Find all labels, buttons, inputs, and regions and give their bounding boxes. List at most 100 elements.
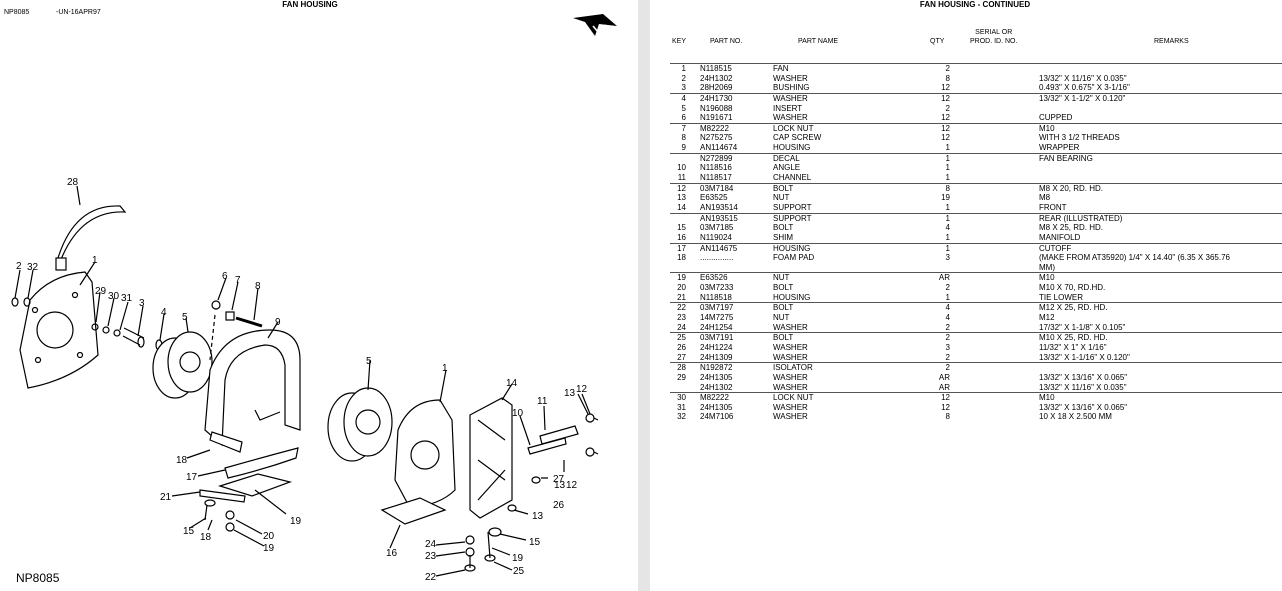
cell-remarks: M12: [1039, 313, 1055, 323]
callout-label: 11: [537, 396, 548, 407]
cell-key: 28: [677, 363, 686, 373]
cell-qty: 3: [945, 253, 950, 263]
cell-part-no: 24H1254: [700, 322, 733, 332]
cell-key: 26: [677, 342, 686, 352]
cell-remarks: 13/32" X 13/16" X 0.065": [1039, 402, 1128, 412]
cell-key: 18: [677, 253, 686, 263]
cell-part-name: HOUSING: [773, 292, 811, 302]
cell-key: 19: [677, 273, 686, 283]
cell-part-no: 24H1305: [700, 402, 733, 412]
cell-key: 21: [677, 292, 686, 302]
callout-label: 29: [95, 286, 107, 297]
cell-key: 4: [681, 93, 686, 103]
cell-key: 23: [677, 313, 686, 323]
cell-part-no: AN193515: [700, 213, 738, 223]
figure-date: -UN-16APR97: [56, 9, 101, 16]
cell-key: 17: [677, 243, 686, 253]
header-qty: QTY: [930, 38, 945, 45]
cell-remarks: CUPPED: [1039, 113, 1073, 123]
cell-key: 7: [681, 123, 686, 133]
cell-part-name: NUT: [773, 273, 790, 283]
callout-label: 9: [275, 317, 281, 328]
cell-part-no: N118516: [700, 163, 732, 173]
cell-qty: AR: [938, 382, 950, 392]
cell-key: 32: [677, 412, 686, 422]
cell-key: 15: [677, 223, 686, 233]
cell-qty: 12: [941, 133, 950, 143]
figure-id: NP8085: [4, 9, 30, 16]
cell-key: 27: [677, 352, 686, 362]
cell-part-no: N118518: [700, 292, 732, 302]
cell-remarks: (MAKE FROM AT35920) 1/4" X 14.40" (6.35 …: [1039, 253, 1230, 272]
cell-qty: 1: [945, 292, 950, 302]
cell-part-name: LOCK NUT: [773, 393, 814, 403]
cell-qty: 2: [945, 363, 950, 373]
cell-qty: 2: [945, 322, 950, 332]
callout-label: 19: [263, 543, 275, 554]
cell-remarks: 13/32" X 11/16" X 0.035": [1039, 73, 1127, 83]
callout-label: 19: [290, 516, 302, 527]
cell-key: 1: [681, 64, 686, 73]
cell-key: 8: [681, 133, 686, 143]
callout-label: 22: [425, 572, 437, 583]
header-serial: SERIAL OR PROD. ID. NO.: [970, 28, 1017, 46]
cell-remarks: M10: [1039, 273, 1055, 283]
cell-key: 20: [677, 283, 686, 293]
cell-part-no: 28H2069: [700, 83, 733, 93]
cell-part-no: N275275: [700, 133, 733, 143]
cell-qty: 1: [945, 232, 950, 242]
callout-label: 17: [186, 472, 198, 483]
cell-part-no: 03M7233: [700, 283, 734, 293]
cell-qty: 1: [945, 213, 950, 223]
cell-key: 31: [677, 402, 686, 412]
cell-key: 22: [677, 303, 686, 313]
cell-remarks: 17/32" X 1-1/8" X 0.105": [1039, 322, 1126, 332]
cell-part-no: N272899: [700, 153, 733, 163]
parts-list-page: FAN HOUSING - CONTINUED KEY PART NO. PAR…: [650, 0, 1282, 591]
cell-part-name: BUSHING: [773, 83, 810, 93]
cell-part-no: AN114675: [700, 243, 738, 253]
cell-part-no: N118517: [700, 173, 732, 183]
cell-qty: 8: [945, 183, 950, 193]
cell-key: 14: [677, 202, 686, 212]
cell-part-no: N118515: [700, 64, 732, 73]
cell-remarks: M8 X 25, RD. HD.: [1039, 223, 1104, 233]
cell-qty: 4: [945, 313, 950, 323]
callout-label: 31: [121, 293, 133, 304]
callout-label: 8: [255, 281, 261, 292]
callout-label: 5: [182, 312, 188, 323]
callout-label: 19: [512, 553, 524, 564]
page-gutter: [638, 0, 650, 591]
cell-key: 30: [677, 393, 686, 403]
cell-part-name: INSERT: [773, 103, 803, 113]
callout-label: 5: [366, 356, 372, 367]
cell-remarks: M8: [1039, 193, 1051, 203]
cell-part-name: WASHER: [773, 93, 808, 103]
cell-qty: 12: [941, 113, 950, 123]
cell-qty: 1: [945, 202, 950, 212]
cell-key: 24: [677, 322, 686, 332]
callout-label: 14: [506, 378, 518, 389]
cell-remarks: 11/32" X 1" X 1/16": [1039, 342, 1107, 352]
callout-label: 12: [566, 480, 578, 491]
cell-part-name: NUT: [773, 193, 790, 203]
header-key: KEY: [672, 38, 687, 45]
callout-label: 28: [67, 177, 79, 188]
cell-qty: 1: [945, 153, 950, 163]
cell-part-name: HOUSING: [773, 143, 811, 153]
cell-part-name: ANGLE: [773, 163, 801, 173]
cell-qty: 2: [945, 283, 950, 293]
cell-key: 25: [677, 333, 686, 343]
header-serial-line1: SERIAL OR: [975, 29, 1013, 36]
